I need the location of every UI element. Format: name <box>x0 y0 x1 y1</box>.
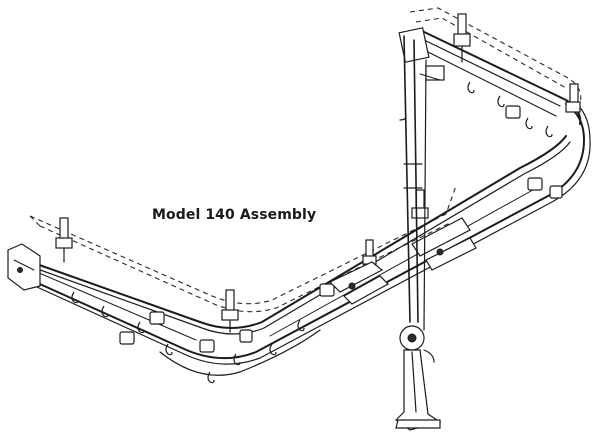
cord-pulley <box>399 35 435 363</box>
ceiling-brackets <box>55 13 581 333</box>
main-track-rails <box>13 97 591 376</box>
floor-stand <box>395 349 442 431</box>
left-end-cap <box>7 243 41 291</box>
master-carrier <box>328 217 477 305</box>
carriers <box>71 81 563 384</box>
ceiling-outline-dashed <box>29 7 582 313</box>
diagram-title: Model 140 Assembly <box>152 207 317 223</box>
